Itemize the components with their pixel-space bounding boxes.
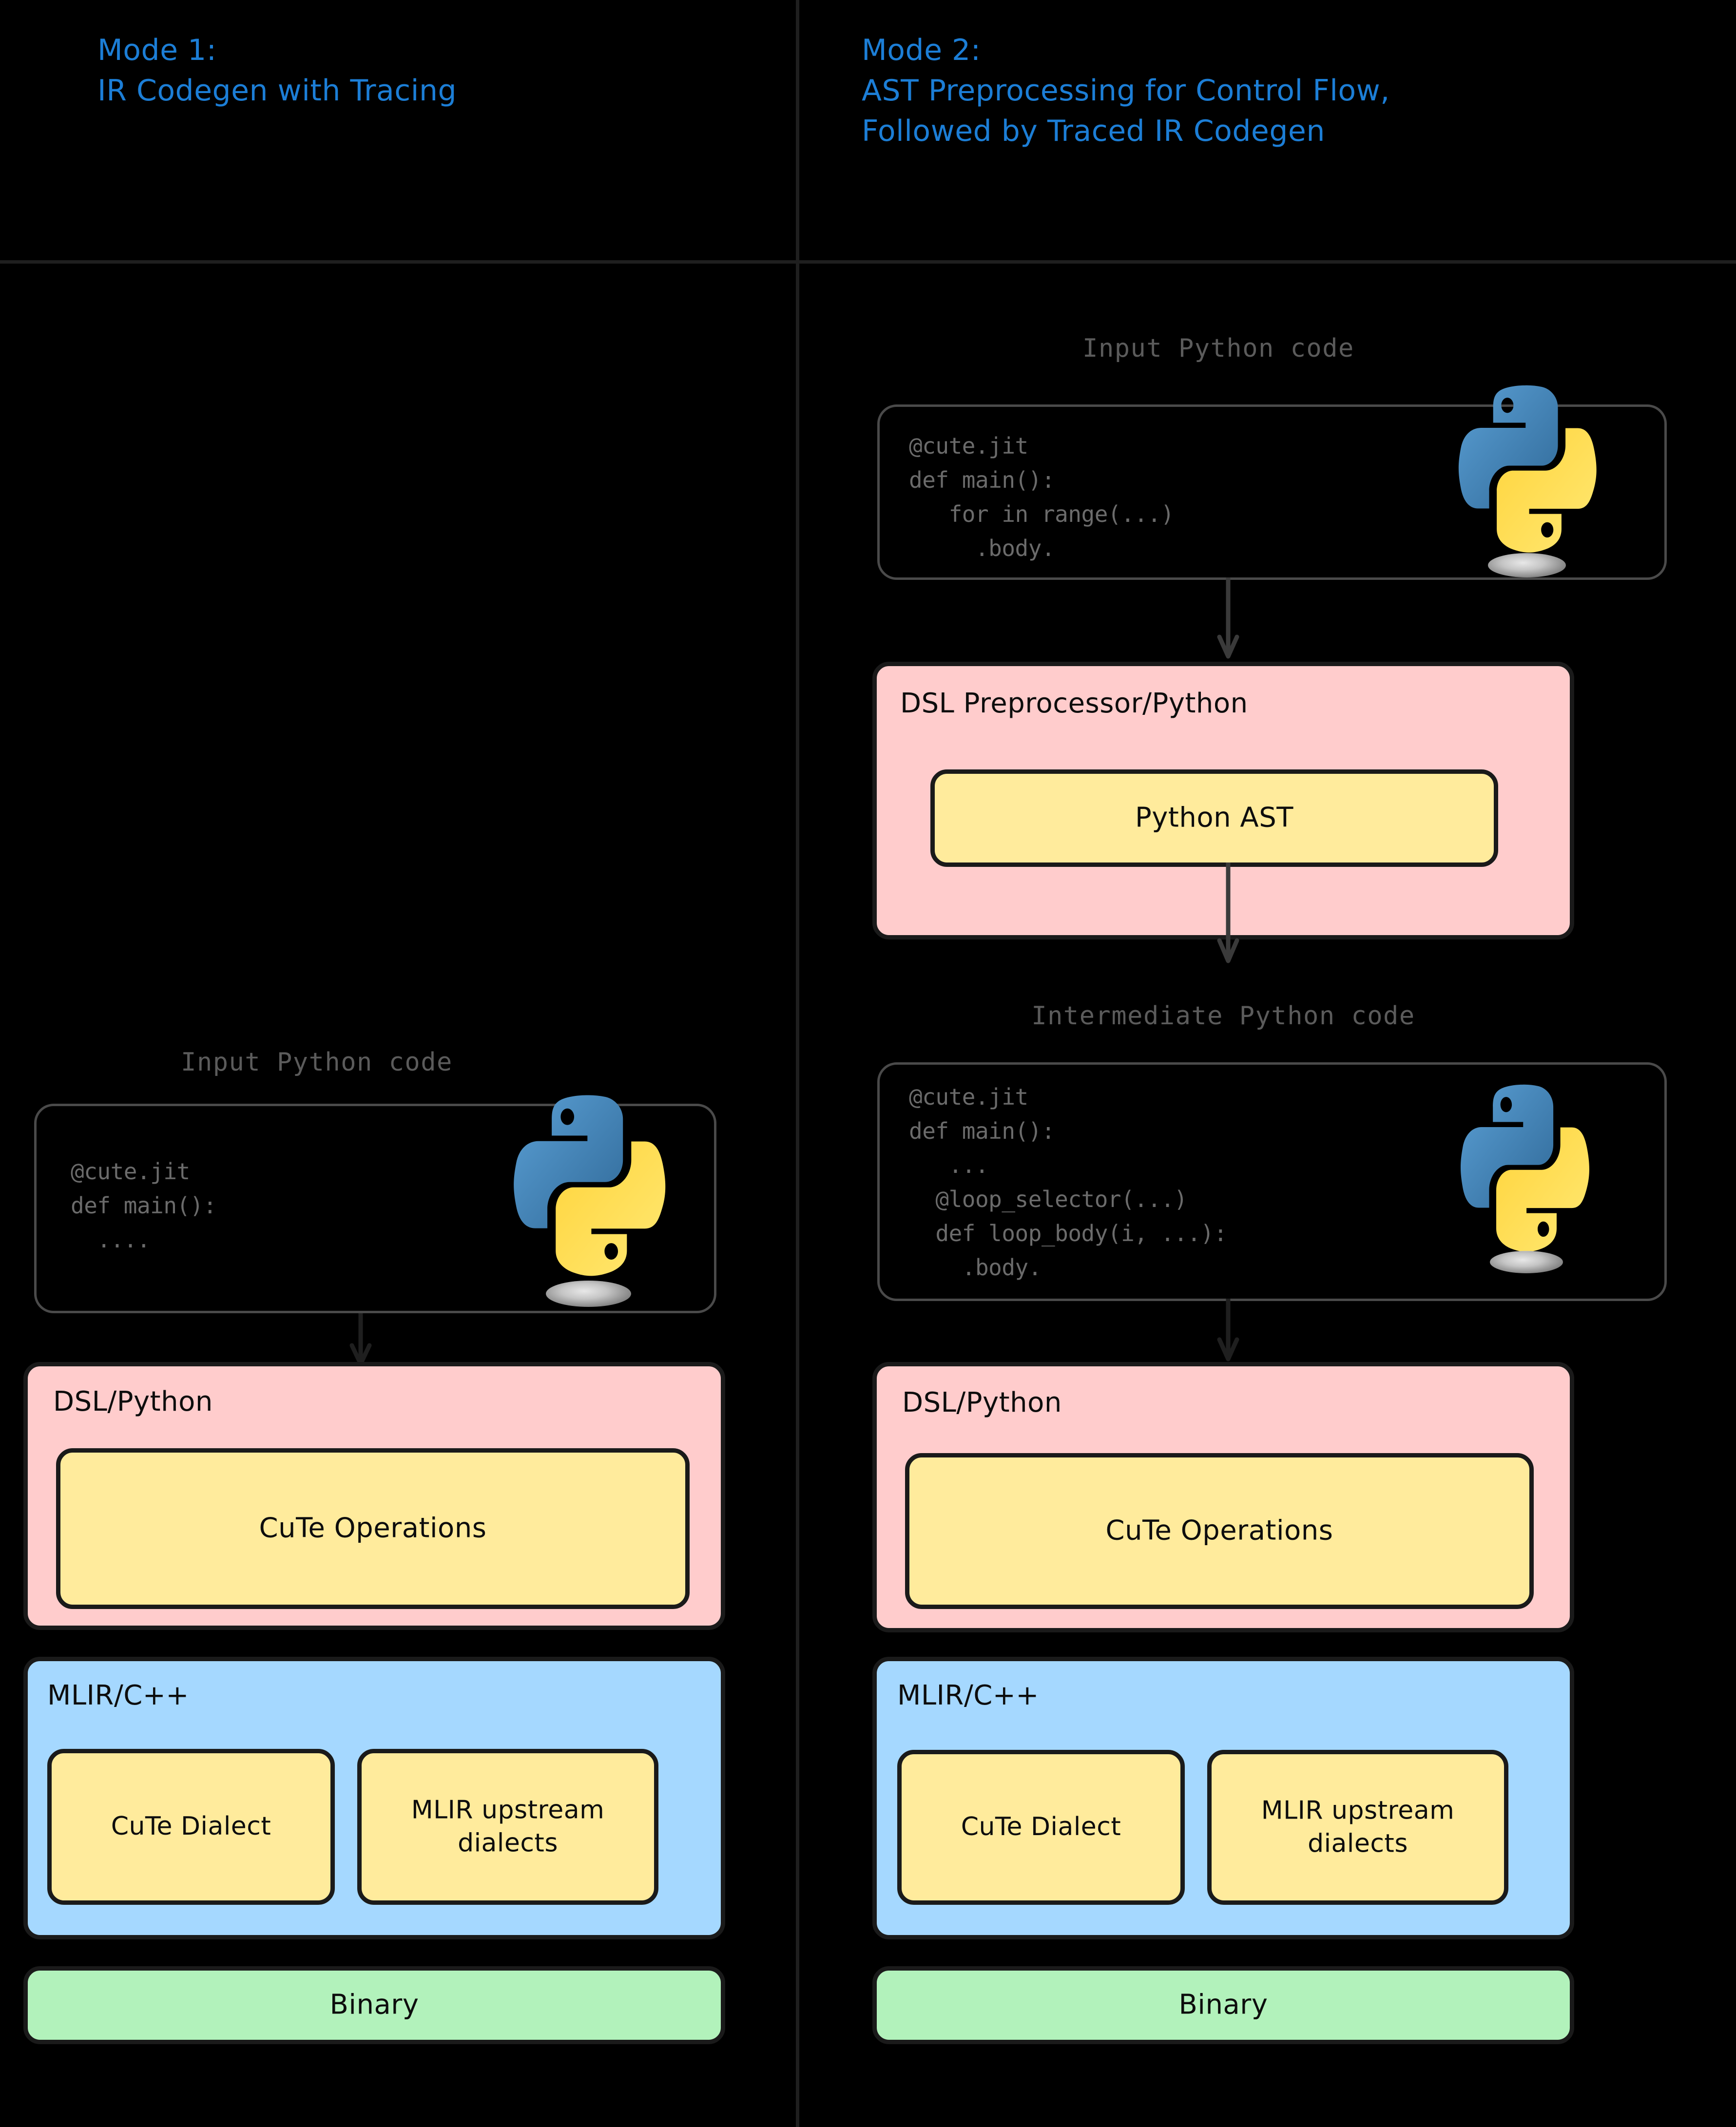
mode1-column-header: Mode 1: IR Codegen with Tracing [97, 33, 457, 108]
python-logo-icon [1455, 1074, 1591, 1255]
mode2-cute-dialect-box: CuTe Dialect [897, 1750, 1185, 1905]
mode2-python-ast-box: Python AST [930, 769, 1498, 867]
mode1-cute-dialect-label: CuTe Dialect [111, 1812, 271, 1841]
mode1-dsl-python-title: DSL/Python [53, 1386, 213, 1418]
mode1-arrow-code-to-dsl [341, 1311, 380, 1367]
mode1-binary-label: Binary [329, 1989, 419, 2021]
mode1-cute-operations-label: CuTe Operations [259, 1512, 487, 1544]
mode1-cute-operations-box: CuTe Operations [56, 1448, 690, 1609]
python-logo-icon [507, 1084, 668, 1279]
mode2-cute-operations-box: CuTe Operations [905, 1453, 1534, 1609]
mode1-input-code-text: @cute.jit def main(): .... [71, 1158, 217, 1253]
mode2-binary-box: Binary [872, 1966, 1574, 2044]
mode2-input-code-caption: Input Python code [1082, 334, 1354, 363]
mode2-dsl-python-title: DSL/Python [902, 1387, 1062, 1418]
python-logo-shadow [1490, 1251, 1563, 1273]
mode2-intermediate-code-caption: Intermediate Python code [1031, 1001, 1415, 1031]
mode2-python-ast-label: Python AST [1135, 802, 1293, 834]
mode2-cute-operations-label: CuTe Operations [1105, 1514, 1333, 1547]
mode1-cute-dialect-box: CuTe Dialect [47, 1749, 335, 1905]
header-divider-left [0, 260, 799, 264]
mode1-binary-box: Binary [23, 1966, 725, 2044]
mode1-mlir-upstream-dialects-box: MLIR upstream dialects [357, 1749, 658, 1905]
mode2-intermediate-code-card: @cute.jit def main(): ... @loop_selector… [877, 1062, 1667, 1301]
mode2-column-header: Mode 2: AST Preprocessing for Control Fl… [862, 33, 1390, 148]
mode2-arrow-input-to-preprocessor [1209, 575, 1248, 660]
mode2-dsl-preprocessor-title: DSL Preprocessor/Python [900, 688, 1248, 719]
mode1-mlir-upstream-dialects-label: MLIR upstream dialects [411, 1795, 605, 1858]
mode2-arrow-preprocessor-to-intermediate [1209, 860, 1248, 965]
python-logo-shadow [1488, 553, 1566, 577]
mode2-dsl-preprocessor-box: DSL Preprocessor/Python Python AST [872, 662, 1574, 939]
mode1-input-code-caption: Input Python code [181, 1048, 453, 1077]
mode2-cute-dialect-label: CuTe Dialect [961, 1812, 1121, 1842]
python-logo-shadow [546, 1281, 631, 1307]
mode2-input-code-text: @cute.jit def main(): for in range(...) … [909, 433, 1174, 561]
mode2-arrow-intermediate-to-dsl [1209, 1296, 1248, 1362]
mode2-mlir-upstream-dialects-box: MLIR upstream dialects [1207, 1750, 1508, 1905]
mode2-input-code-card: @cute.jit def main(): for in range(...) … [877, 385, 1667, 580]
mode2-mlir-upstream-dialects-label: MLIR upstream dialects [1261, 1796, 1455, 1858]
header-divider-right [799, 260, 1736, 264]
mode1-input-code-card: @cute.jit def main(): .... [34, 1095, 716, 1313]
column-divider-vertical [796, 0, 799, 2127]
mode2-mlir-cpp-title: MLIR/C++ [897, 1680, 1039, 1711]
mode2-dsl-python-box: DSL/Python CuTe Operations [872, 1362, 1574, 1632]
mode1-mlir-cpp-title: MLIR/C++ [47, 1680, 189, 1711]
mode1-mlir-cpp-box: MLIR/C++ CuTe Dialect MLIR upstream dial… [23, 1657, 725, 1939]
mode2-intermediate-code-text: @cute.jit def main(): ... @loop_selector… [909, 1084, 1227, 1281]
python-logo-icon [1452, 375, 1599, 556]
mode2-binary-label: Binary [1178, 1989, 1268, 2021]
mode2-mlir-cpp-box: MLIR/C++ CuTe Dialect MLIR upstream dial… [872, 1657, 1574, 1939]
mode1-dsl-python-box: DSL/Python CuTe Operations [23, 1362, 725, 1630]
